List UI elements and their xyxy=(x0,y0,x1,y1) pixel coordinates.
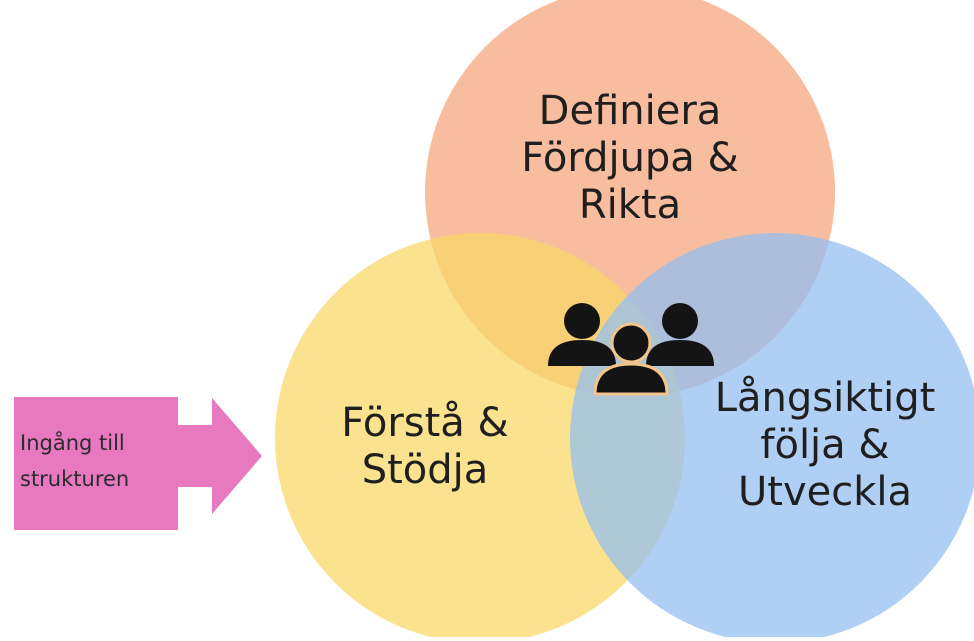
circle-top-line-1: Definiera xyxy=(538,88,722,134)
people-group-icon xyxy=(548,303,714,396)
entry-arrow-shape xyxy=(14,397,262,530)
circle-right-label: Långsiktigt följa & Utveckla xyxy=(690,375,960,516)
circle-right-line-1: Långsiktigt xyxy=(714,375,936,421)
circle-right-line-3: Utveckla xyxy=(737,469,913,515)
circle-top-line-2: Fördjupa & xyxy=(521,135,739,181)
circle-left-line-1: Förstå & xyxy=(341,400,509,446)
entry-label-line-2: strukturen xyxy=(20,467,130,491)
entry-label-line-1: Ingång till xyxy=(20,431,125,455)
circle-left-label: Förstå & Stödja xyxy=(290,400,560,494)
circle-top-line-3: Rikta xyxy=(578,182,682,228)
entry-arrow xyxy=(14,397,262,530)
circle-top-label: Definiera Fördjupa & Rikta xyxy=(430,88,830,229)
circle-right-line-2: följa & xyxy=(760,422,890,468)
circle-left-line-2: Stödja xyxy=(361,447,489,493)
entry-arrow-label: Ingång till strukturen xyxy=(20,425,180,497)
